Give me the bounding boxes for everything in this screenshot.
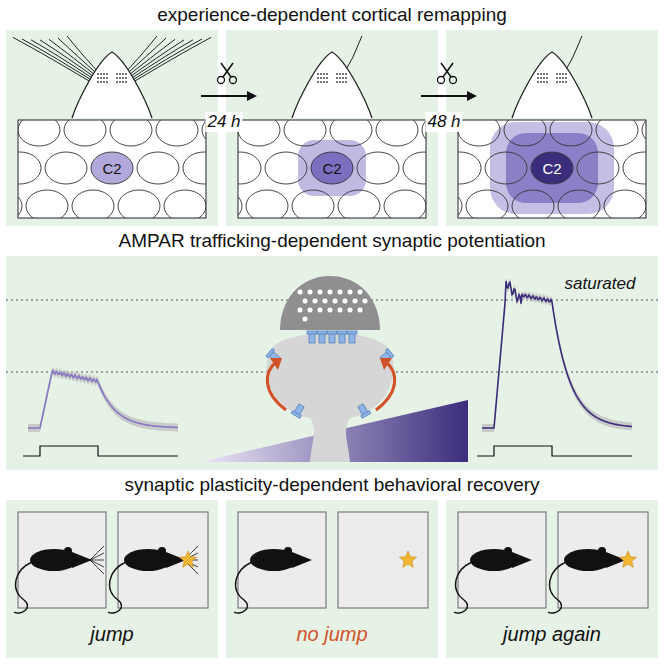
- section-header: AMPAR trafficking-dependent synaptic pot…: [0, 226, 664, 256]
- panel-ground: [6, 30, 218, 226]
- behavior-label: jump again: [503, 623, 601, 646]
- barrel-label: C2: [542, 160, 561, 177]
- header-text: synaptic plasticity-dependent behavioral…: [124, 474, 539, 496]
- section-header: experience-dependent cortical remapping: [0, 0, 664, 30]
- behavior-label: jump: [90, 623, 133, 646]
- header-text: experience-dependent cortical remapping: [157, 4, 507, 26]
- panel-ground: [446, 500, 658, 658]
- barrel-label: C2: [322, 160, 341, 177]
- time-label: 48 h: [425, 112, 462, 132]
- barrel-label: C2: [102, 160, 121, 177]
- gap-crossing-boxes: [14, 512, 648, 613]
- header-text: AMPAR trafficking-dependent synaptic pot…: [118, 230, 545, 252]
- behavior-label: no jump: [296, 623, 367, 646]
- barrel-panel: [339, 36, 664, 298]
- panel-ground: [226, 500, 438, 658]
- panel-ground: [6, 500, 218, 658]
- spine-illustration: [200, 276, 468, 462]
- section-header: synaptic plasticity-dependent behavioral…: [0, 470, 664, 500]
- panel-ground: [446, 30, 658, 226]
- panel-ground: [6, 256, 658, 470]
- level-note: saturated: [563, 274, 638, 294]
- time-label: 24 h: [205, 112, 242, 132]
- panel-ground: [226, 30, 438, 226]
